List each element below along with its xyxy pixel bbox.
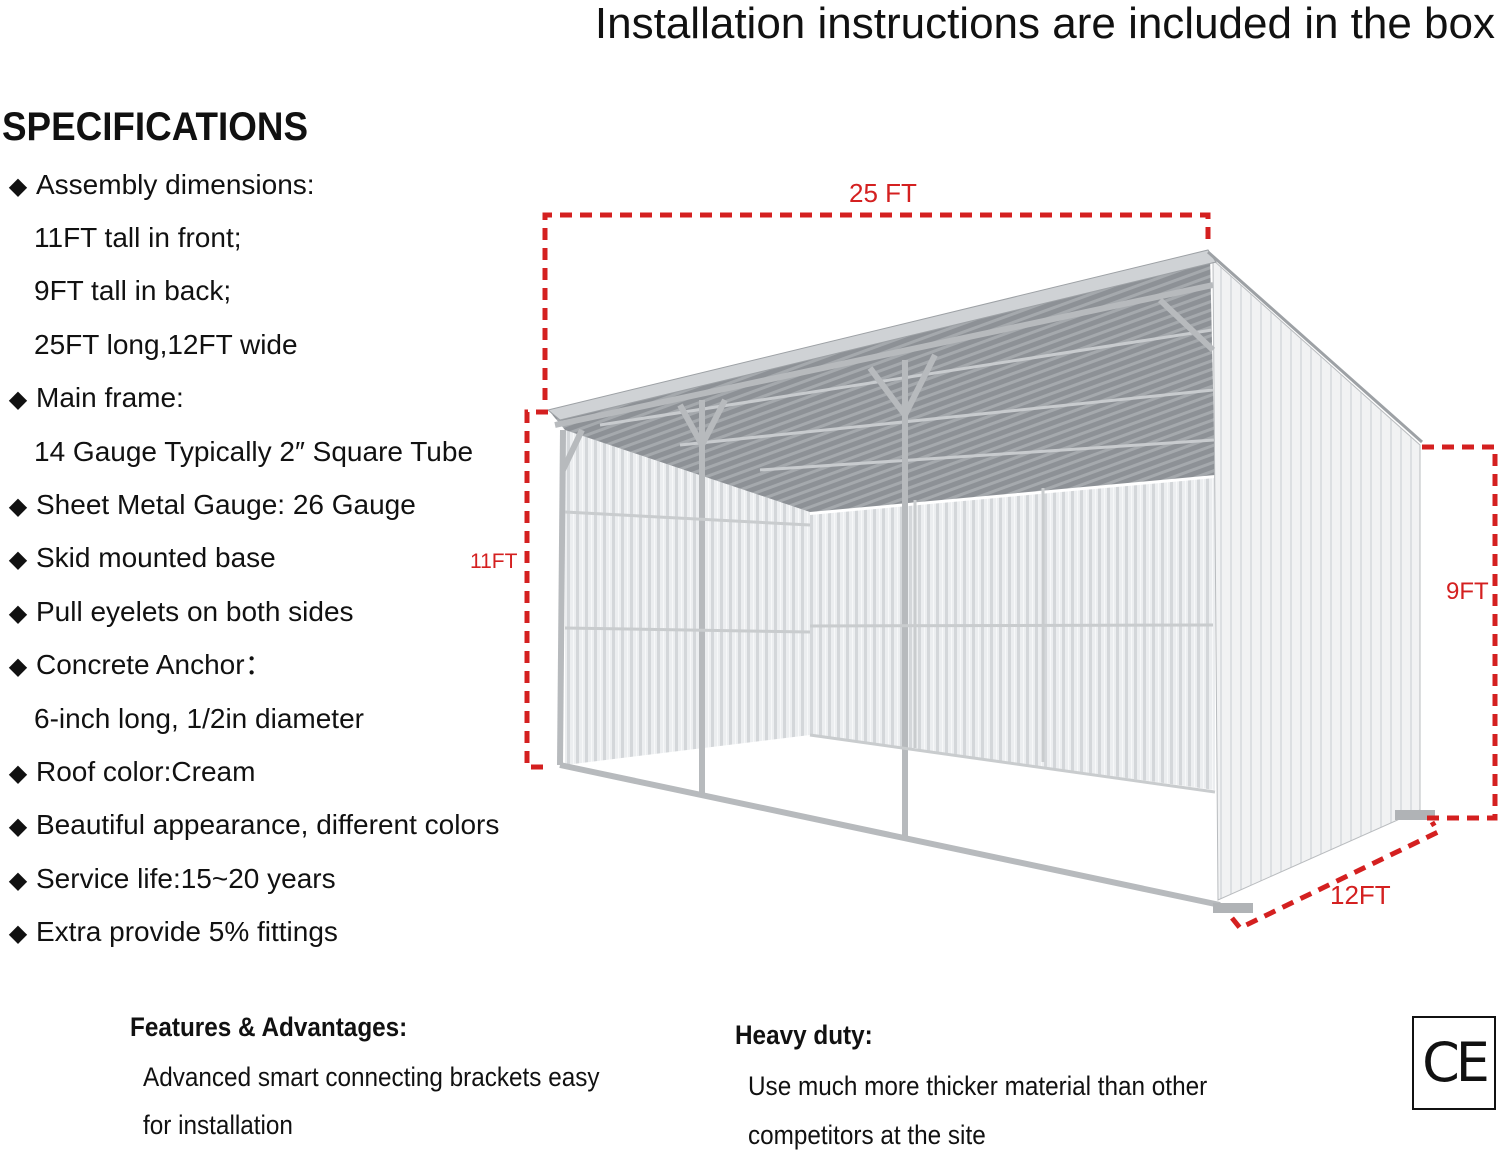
length-label: 25 FT (849, 178, 917, 208)
diamond-bullet-icon: ◆ (8, 920, 28, 947)
roof-edge (546, 249, 1217, 421)
back-height-label: 9FT (1446, 578, 1489, 605)
spec-item: ◆Beautiful appearance, different colors (0, 798, 500, 851)
specifications-title: SPECIFICATIONS (2, 105, 309, 149)
heavy-duty-title: Heavy duty: (735, 1020, 873, 1050)
headline: Installation instructions are included i… (594, 0, 1495, 48)
features-title: Features & Advantages: (130, 1012, 408, 1042)
main-frame (554, 282, 1221, 908)
diamond-bullet-icon: ◆ (8, 546, 28, 573)
front-height-dimension-line (524, 409, 550, 770)
width-label: 12FT (1330, 880, 1391, 910)
spec-subitem: 9FT tall in back; (34, 275, 232, 306)
heavy-duty-text-line1: Use much more thicker material than othe… (748, 1071, 1208, 1101)
length-dimension-line (542, 212, 1211, 400)
width-dimension-line (1230, 820, 1442, 932)
spec-item: ◆Pull eyelets on both sides (0, 585, 354, 638)
spec-item: ◆Extra provide 5% fittings (0, 905, 338, 958)
diamond-bullet-icon: ◆ (8, 653, 28, 680)
spec-item: ◆Skid mounted base (0, 531, 276, 584)
ce-mark-icon: CE (1412, 1016, 1496, 1110)
diamond-bullet-icon: ◆ (8, 386, 28, 413)
diamond-bullet-icon: ◆ (8, 173, 28, 200)
spec-item: ◆Assembly dimensions: (0, 158, 315, 211)
diamond-bullet-icon: ◆ (8, 600, 28, 627)
spec-subitem: 14 Gauge Typically 2″ Square Tube (34, 436, 474, 467)
diamond-bullet-icon: ◆ (8, 813, 28, 840)
spec-item: ◆Main frame: (0, 371, 184, 424)
diamond-bullet-icon: ◆ (8, 493, 28, 520)
spec-subitem: 6-inch long, 1/2in diameter (34, 703, 364, 734)
spec-subitem: 11FT tall in front; (34, 222, 242, 253)
diamond-bullet-icon: ◆ (8, 867, 28, 894)
features-text-line2: for installation (143, 1110, 293, 1140)
spec-item: ◆Service life:15~20 years (0, 852, 336, 905)
back-height-dimension-line (1422, 444, 1498, 821)
dimension-lines (524, 212, 1498, 932)
spec-item: ◆Sheet Metal Gauge: 26 Gauge (0, 478, 416, 531)
spec-item: ◆Roof color:Cream (0, 745, 256, 798)
spec-item: ◆Concrete Anchor： (0, 638, 273, 691)
front-height-label: 11FT (470, 550, 518, 573)
right-end-wall (1212, 258, 1421, 901)
back-wall (810, 478, 1215, 790)
diamond-bullet-icon: ◆ (8, 760, 28, 787)
heavy-duty-text-line2: competitors at the site (748, 1120, 986, 1150)
features-text-line1: Advanced smart connecting brackets easy (143, 1062, 600, 1092)
spec-subitem: 25FT long,12FT wide (34, 329, 298, 360)
